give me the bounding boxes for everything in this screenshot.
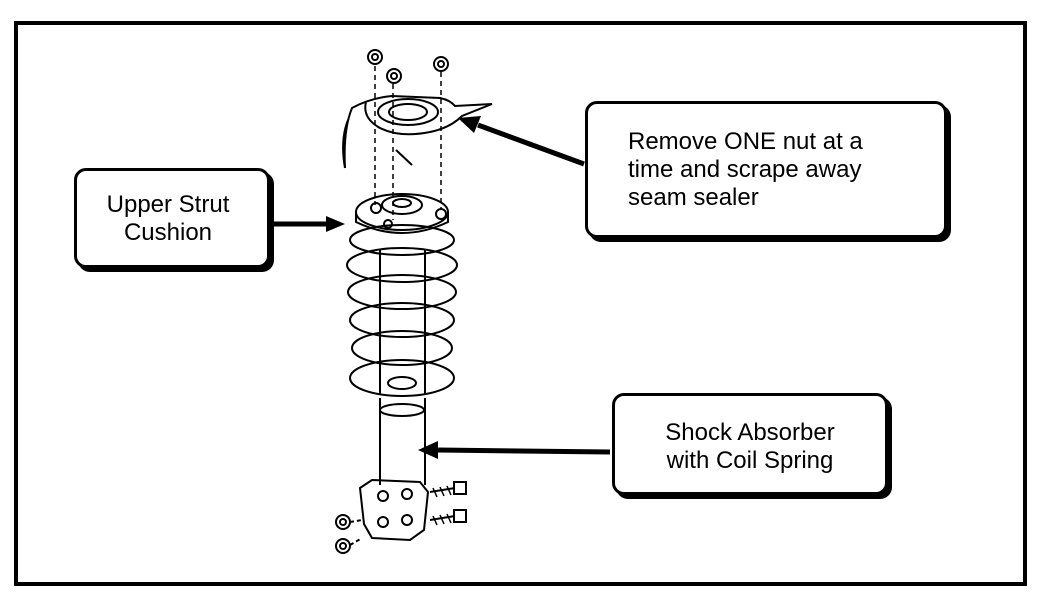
bracket-nut-icon [335,537,363,554]
callout-shock-absorber: Shock Absorber with Coil Spring [612,393,888,495]
arrow-remove-nut-head-icon [458,116,481,133]
bracket-nut-icon [335,514,363,530]
callout-upper-strut-cushion: Upper Strut Cushion [74,168,270,268]
callout-label: Shock Absorber with Coil Spring [665,419,835,474]
strut-tower-panel [342,94,493,169]
shock-absorber-body [379,376,426,485]
arrow-shock-absorber-icon [437,447,611,455]
top-nut-icon [367,49,383,65]
callout-label: Remove ONE nut at a time and scrape away… [628,128,863,211]
bracket-bolt-icon [429,509,467,526]
diagram-frame [14,21,1027,586]
top-nut-icon [386,68,402,84]
top-nut-icon [433,56,449,72]
callout-label: Upper Strut Cushion [106,191,230,246]
knuckle-bracket [358,478,430,542]
callout-remove-nut: Remove ONE nut at a time and scrape away… [585,101,947,238]
coil-spring [346,224,458,397]
arrow-shock-absorber-head-icon [418,441,438,459]
bracket-bolt-icon [429,481,467,498]
arrow-remove-nut-icon [477,122,585,167]
upper-strut-mount [355,193,449,234]
arrow-upper-strut-head-icon [326,216,345,232]
